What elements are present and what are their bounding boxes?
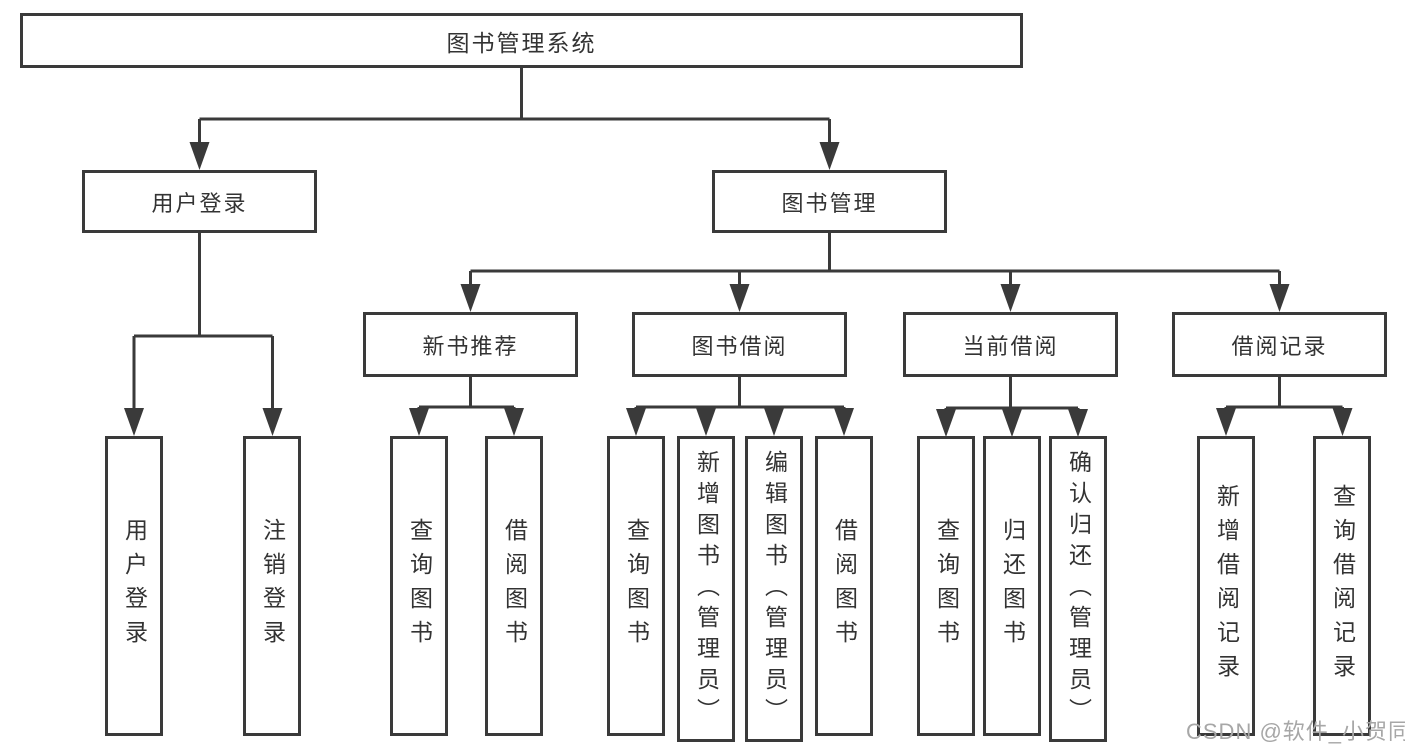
node-borrow-records-label: 借阅记录 (1231, 333, 1328, 359)
node-book-borrowing-label: 图书借阅 (691, 333, 788, 359)
leaf-return-books-label: 归还图书 (999, 518, 1026, 654)
leaf-user-login-label: 用户登录 (121, 518, 148, 654)
leaf-query-books-3-label: 查询图书 (933, 518, 960, 654)
node-library-system-label: 图书管理系统 (446, 29, 597, 56)
leaf-add-borrow-record-label: 新增借阅记录 (1213, 484, 1240, 688)
leaf-borrow-books-1: 借阅图书 (485, 436, 543, 736)
leaf-confirm-return-admin-label: 确认归还（管理员） (1065, 449, 1092, 729)
node-book-borrowing: 图书借阅 (632, 312, 847, 377)
node-book-management: 图书管理 (712, 170, 947, 233)
leaf-query-books-2: 查询图书 (607, 436, 665, 736)
node-current-borrowing: 当前借阅 (903, 312, 1118, 377)
leaf-edit-books-admin-label: 编辑图书（管理员） (761, 449, 788, 729)
leaf-add-borrow-record: 新增借阅记录 (1197, 436, 1255, 736)
node-user-login: 用户登录 (82, 170, 317, 233)
leaf-user-login: 用户登录 (105, 436, 163, 736)
node-book-management-label: 图书管理 (781, 190, 878, 216)
csdn-watermark: CSDN @软件_小贺同学 (1186, 719, 1405, 744)
leaf-borrow-books-2-label: 借阅图书 (831, 518, 858, 654)
leaf-borrow-books-2: 借阅图书 (815, 436, 873, 736)
node-user-login-label: 用户登录 (151, 190, 248, 216)
leaf-add-books-admin: 新增图书（管理员） (677, 436, 735, 742)
leaf-confirm-return-admin: 确认归还（管理员） (1049, 436, 1107, 742)
leaf-logout-label: 注销登录 (259, 518, 286, 654)
node-library-system: 图书管理系统 (20, 13, 1023, 68)
leaf-add-books-admin-label: 新增图书（管理员） (693, 449, 720, 729)
leaf-query-books-3: 查询图书 (917, 436, 975, 736)
leaf-query-borrow-record: 查询借阅记录 (1313, 436, 1371, 736)
node-new-book-recommend-label: 新书推荐 (422, 333, 519, 359)
leaf-return-books: 归还图书 (983, 436, 1041, 736)
node-new-book-recommend: 新书推荐 (363, 312, 578, 377)
leaf-edit-books-admin: 编辑图书（管理员） (745, 436, 803, 742)
leaf-logout: 注销登录 (243, 436, 301, 736)
node-borrow-records: 借阅记录 (1172, 312, 1387, 377)
leaf-query-books-1: 查询图书 (390, 436, 448, 736)
leaf-query-books-2-label: 查询图书 (623, 518, 650, 654)
leaf-borrow-books-1-label: 借阅图书 (501, 518, 528, 654)
leaf-query-books-1-label: 查询图书 (406, 518, 433, 654)
node-current-borrowing-label: 当前借阅 (962, 333, 1059, 359)
arrowheads (124, 142, 1353, 437)
leaf-query-borrow-record-label: 查询借阅记录 (1329, 484, 1356, 688)
